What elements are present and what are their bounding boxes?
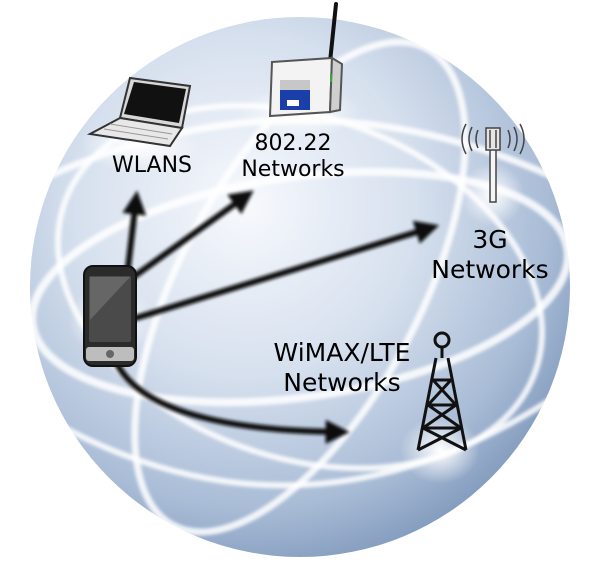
- 80222-label-line2: Networks: [241, 157, 345, 183]
- 3g-networks-label: 3G Networks: [410, 225, 570, 285]
- cell-antenna-icon: [461, 123, 525, 203]
- arrow-to-3g: [133, 220, 440, 321]
- laptop-icon: [86, 76, 192, 148]
- wimax-lte-networks-label: WiMAX/LTE Networks: [252, 338, 432, 398]
- 80222-networks-label: 802.22 Networks: [218, 131, 368, 184]
- 3g-label-line2: Networks: [431, 255, 549, 284]
- wlans-label: WLANS: [92, 153, 212, 179]
- arrows: [113, 190, 440, 444]
- wimax-label-line2: Networks: [283, 368, 401, 397]
- arrow-to-wimax: [113, 359, 350, 444]
- smartphone-icon: [83, 265, 137, 367]
- 80222-label-line1: 802.22: [254, 131, 332, 156]
- wimax-label-line1: WiMAX/LTE: [273, 338, 411, 367]
- arrow-to-wlans: [122, 190, 147, 271]
- wireless-router-icon: [268, 2, 344, 118]
- wlans-label-line1: WLANS: [112, 153, 192, 178]
- transmission-tower-icon: [416, 331, 468, 452]
- 3g-label-line1: 3G: [472, 225, 508, 254]
- arrow-to-80222: [129, 190, 254, 281]
